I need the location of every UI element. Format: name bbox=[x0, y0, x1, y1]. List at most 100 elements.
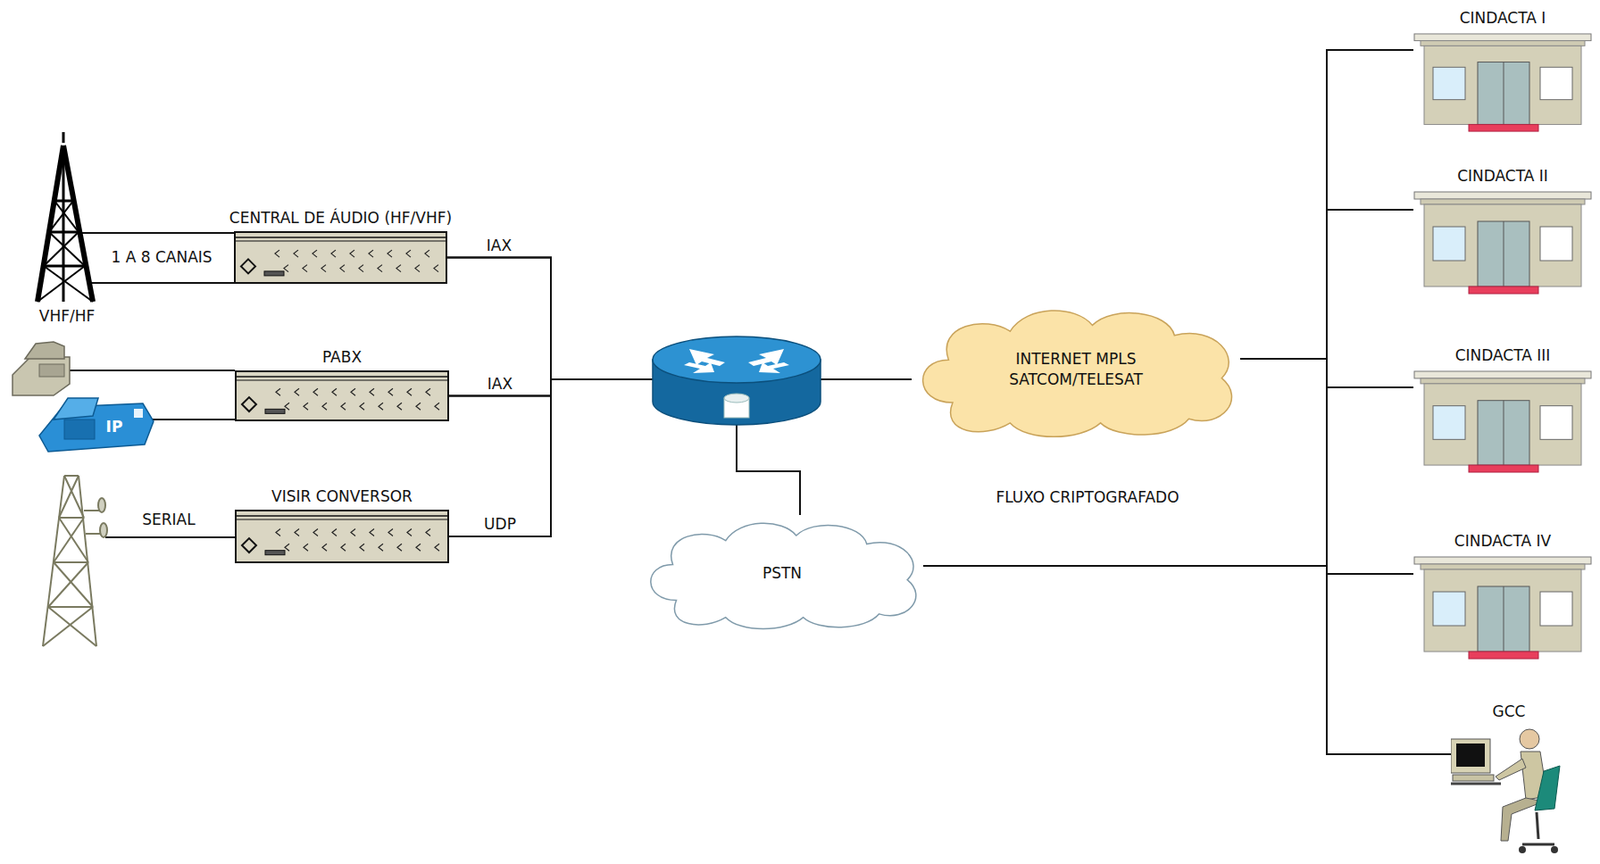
building-window bbox=[1433, 406, 1466, 441]
annotation-label: SERIAL bbox=[140, 510, 197, 529]
rack-vent bbox=[407, 388, 412, 396]
phone-wire bbox=[62, 369, 235, 372]
rack-stripe bbox=[235, 236, 446, 239]
rack-slot bbox=[264, 271, 284, 276]
rack-vent bbox=[332, 388, 337, 396]
rack-vent bbox=[406, 250, 411, 258]
rack-stripe bbox=[236, 515, 448, 517]
node-heading: CINDACTA II bbox=[1454, 166, 1551, 185]
building-drawing bbox=[1413, 556, 1592, 661]
node-heading: GCC bbox=[1490, 702, 1529, 721]
building-drawing bbox=[1413, 370, 1592, 475]
radio-wire bbox=[89, 282, 234, 284]
rack-vent bbox=[283, 265, 289, 273]
building-door-split bbox=[1503, 586, 1505, 652]
chair-wheel bbox=[1518, 846, 1526, 854]
rack-vent bbox=[350, 388, 356, 396]
chair-post bbox=[1536, 812, 1539, 840]
cloud-shape bbox=[923, 310, 1233, 437]
rack-vent bbox=[368, 250, 374, 258]
building-eave bbox=[1420, 378, 1585, 384]
rack-vent bbox=[312, 250, 317, 258]
connector bbox=[923, 566, 1451, 755]
rack-vent bbox=[293, 250, 299, 258]
rack-vent bbox=[341, 543, 346, 551]
building-door bbox=[1477, 586, 1530, 652]
building-mat bbox=[1468, 651, 1539, 659]
building-door bbox=[1477, 400, 1530, 466]
building-window bbox=[1433, 226, 1466, 261]
cloud-label: PSTN bbox=[762, 562, 802, 584]
node-heading: CINDACTA III bbox=[1452, 346, 1554, 365]
rack-vent bbox=[294, 388, 300, 396]
building-wall bbox=[1424, 45, 1582, 125]
rack-vent bbox=[275, 250, 280, 258]
edge-label: IAX bbox=[485, 374, 515, 392]
cloud-outline bbox=[911, 300, 1241, 439]
building-roof bbox=[1414, 191, 1592, 200]
ip-phone bbox=[39, 398, 154, 452]
rack-vent bbox=[275, 529, 281, 537]
rack-vent bbox=[284, 402, 290, 410]
rack-vent bbox=[359, 402, 365, 410]
rack-vent bbox=[322, 543, 327, 551]
cloud-label: INTERNET MPLS SATCOM/TELESAT bbox=[1008, 349, 1143, 391]
converter-box: VISIR CONVERSOR bbox=[234, 509, 450, 564]
building-roof bbox=[1414, 557, 1592, 565]
building-mat bbox=[1468, 465, 1539, 473]
rack-stripe bbox=[235, 241, 446, 242]
radio-tower bbox=[37, 132, 93, 302]
chair-base bbox=[1522, 843, 1555, 847]
chair-wheel bbox=[1550, 846, 1559, 854]
building-mat bbox=[1468, 124, 1539, 132]
rack-stripe bbox=[236, 375, 448, 378]
building-mat bbox=[1468, 286, 1539, 294]
rack-vent bbox=[303, 543, 309, 551]
building-eave bbox=[1420, 564, 1585, 570]
rack-vent bbox=[313, 529, 318, 537]
lattice-tower bbox=[42, 475, 108, 647]
building-drawing bbox=[1413, 191, 1592, 296]
node-heading: VISIR CONVERSOR bbox=[268, 487, 416, 506]
rack-vent bbox=[425, 250, 430, 258]
site-building: CINDACTA IV bbox=[1413, 556, 1592, 661]
radio-wire bbox=[78, 232, 234, 234]
operator-station: GCC bbox=[1450, 726, 1567, 859]
building-window bbox=[1540, 226, 1573, 261]
node-heading: CINDACTA I bbox=[1457, 8, 1550, 27]
head bbox=[1519, 729, 1540, 750]
serial-wire bbox=[105, 536, 235, 539]
pstn-cloud: PSTN bbox=[641, 515, 924, 631]
node-heading: CENTRAL DE ÁUDIO (HF/VHF) bbox=[226, 208, 455, 227]
rack-vent bbox=[377, 265, 383, 273]
rack-vent bbox=[416, 543, 421, 551]
cloud-shape bbox=[650, 523, 917, 629]
rack-vent bbox=[369, 388, 375, 396]
rack-slot bbox=[265, 408, 285, 414]
rack-vent bbox=[388, 388, 393, 396]
connector bbox=[449, 379, 800, 537]
building-door bbox=[1477, 221, 1530, 287]
rack-front bbox=[236, 511, 448, 562]
rack-vent bbox=[359, 543, 365, 551]
rack-vent bbox=[415, 265, 420, 273]
rack-stripe bbox=[236, 380, 448, 382]
rack-vent bbox=[302, 265, 308, 273]
rack-vent bbox=[275, 388, 281, 396]
keyboard bbox=[1452, 775, 1494, 782]
rack-vent bbox=[396, 265, 401, 273]
building-window bbox=[1433, 66, 1466, 100]
rack-vent bbox=[388, 529, 393, 537]
audio-central-box: CENTRAL DE ÁUDIO (HF/VHF) bbox=[233, 231, 448, 284]
rack-front bbox=[236, 372, 448, 420]
building-window bbox=[1540, 406, 1573, 441]
arm bbox=[1495, 758, 1526, 781]
building-window bbox=[1540, 591, 1573, 626]
connector bbox=[449, 379, 800, 516]
annotation-label: VHF/HF bbox=[37, 307, 97, 325]
rack-vent bbox=[331, 250, 336, 258]
rack-vent bbox=[407, 529, 412, 537]
rack-vent bbox=[387, 250, 392, 258]
rack-diamond bbox=[241, 538, 257, 553]
